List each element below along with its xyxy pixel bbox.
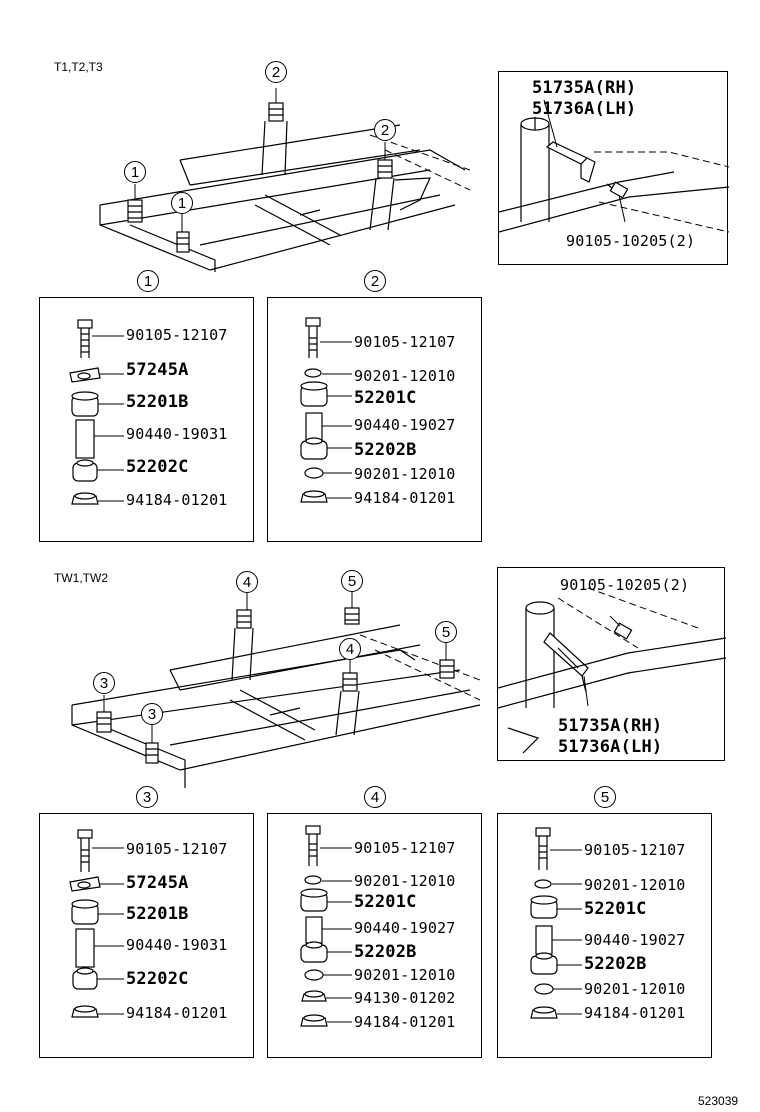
mount-3-part-4: 90440-19031 xyxy=(126,936,228,954)
mount-3-drawing xyxy=(69,829,124,1018)
mount-1-part-3: 52201B xyxy=(126,392,189,412)
callout-4-frame-b: 4 xyxy=(339,638,361,660)
mount-2-drawing xyxy=(300,317,352,503)
mount-4-part-5: 52202B xyxy=(354,942,417,962)
callout-2-title: 2 xyxy=(364,270,386,292)
bracket-top-bolt-part: 90105-10205(2) xyxy=(566,232,696,250)
bracket-bottom-rh-part: 51735A(RH) xyxy=(558,716,663,736)
mount-3-part-5: 52202C xyxy=(126,969,189,989)
callout-2-frame-b: 2 xyxy=(374,119,396,141)
bracket-drawing-bottom xyxy=(497,587,727,754)
bracket-drawing-top xyxy=(498,99,730,233)
callout-3-frame-a: 3 xyxy=(93,672,115,694)
mount-2-part-3: 52201C xyxy=(354,388,417,408)
bracket-bottom-bolt-part: 90105-10205(2) xyxy=(560,576,690,594)
mount-3-part-1: 90105-12107 xyxy=(126,840,228,858)
mount-pin-bottom-4b xyxy=(335,672,360,736)
mount-3-part-3: 52201B xyxy=(126,904,189,924)
mount-3-panel: 90105-12107 57245A 52201B 90440-19031 52… xyxy=(39,813,254,1058)
mount-2-part-5: 52202B xyxy=(354,440,417,460)
mount-5-part-7: 94184-01201 xyxy=(584,1004,686,1022)
mount-5-part-3: 52201C xyxy=(584,899,647,919)
callout-1-title: 1 xyxy=(137,270,159,292)
mount-2-part-4: 90440-19027 xyxy=(354,416,456,434)
mount-5-panel: 90105-12107 90201-12010 52201C 90440-190… xyxy=(497,813,712,1058)
mount-4-part-7: 94130-01202 xyxy=(354,989,456,1007)
mount-4-part-6: 90201-12010 xyxy=(354,966,456,984)
mount-pin-bottom-5a xyxy=(344,607,360,625)
callout-4-title: 4 xyxy=(364,786,386,808)
mount-5-part-6: 90201-12010 xyxy=(584,980,686,998)
callout-5-frame-a: 5 xyxy=(341,570,363,592)
mount-pin-top-1a xyxy=(127,199,143,223)
callout-1-frame-b: 1 xyxy=(171,192,193,214)
mount-pin-bottom-3b xyxy=(145,742,159,764)
mount-4-part-4: 90440-19027 xyxy=(354,919,456,937)
mount-1-panel: 90105-12107 57245A 52201B 90440-19031 52… xyxy=(39,297,254,542)
mount-4-part-8: 94184-01201 xyxy=(354,1013,456,1031)
callout-5-frame-b: 5 xyxy=(435,621,457,643)
bracket-inset-top: 51735A(RH) 51736A(LH) 90105-10205(2) xyxy=(498,71,730,265)
mount-5-part-5: 52202B xyxy=(584,954,647,974)
mount-pin-top-2b xyxy=(369,159,395,231)
mount-1-part-1: 90105-12107 xyxy=(126,326,228,344)
callout-1-frame-a: 1 xyxy=(124,161,146,183)
mount-4-drawing xyxy=(300,825,352,1027)
frame-drawing-bottom xyxy=(71,592,481,788)
mount-2-part-1: 90105-12107 xyxy=(354,333,456,351)
mount-1-part-2: 57245A xyxy=(126,360,189,380)
mount-1-part-5: 52202C xyxy=(126,457,189,477)
mount-pin-bottom-3a xyxy=(96,711,112,733)
mount-2-part-7: 94184-01201 xyxy=(354,489,456,507)
bracket-bottom-lh-part: 51736A(LH) xyxy=(558,737,663,757)
mount-pin-top-2a xyxy=(261,102,288,176)
mount-5-part-1: 90105-12107 xyxy=(584,841,686,859)
callout-3-frame-b: 3 xyxy=(141,703,163,725)
mount-3-part-6: 94184-01201 xyxy=(126,1004,228,1022)
callout-4-frame-a: 4 xyxy=(236,571,258,593)
mount-pin-bottom-4a xyxy=(231,609,254,681)
mount-5-drawing xyxy=(530,827,582,1019)
bracket-top-rh-part: 51735A(RH) xyxy=(532,78,637,98)
mount-4-panel: 90105-12107 90201-12010 52201C 90440-190… xyxy=(267,813,482,1058)
callout-3-title: 3 xyxy=(136,786,158,808)
frame-drawing-top xyxy=(99,88,471,272)
mount-4-part-3: 52201C xyxy=(354,892,417,912)
mount-2-panel: 90105-12107 90201-12010 52201C 90440-190… xyxy=(267,297,482,542)
mount-5-part-4: 90440-19027 xyxy=(584,931,686,949)
bracket-top-lh-part: 51736A(LH) xyxy=(532,99,637,119)
mount-4-part-2: 90201-12010 xyxy=(354,872,456,890)
mount-4-part-1: 90105-12107 xyxy=(354,839,456,857)
callout-5-title: 5 xyxy=(594,786,616,808)
mount-5-part-2: 90201-12010 xyxy=(584,876,686,894)
mount-1-part-6: 94184-01201 xyxy=(126,491,228,509)
mount-1-drawing xyxy=(69,319,124,505)
mount-1-part-4: 90440-19031 xyxy=(126,425,228,443)
variant-label-tw: TW1,TW2 xyxy=(54,571,108,585)
variant-label-t: T1,T2,T3 xyxy=(54,60,103,74)
callout-2-frame-a: 2 xyxy=(265,61,287,83)
mount-pin-top-1b xyxy=(176,231,190,253)
mount-2-part-2: 90201-12010 xyxy=(354,367,456,385)
mount-2-part-6: 90201-12010 xyxy=(354,465,456,483)
mount-pin-bottom-5b xyxy=(439,659,455,679)
mount-3-part-2: 57245A xyxy=(126,873,189,893)
diagram-code: 523039 xyxy=(698,1094,739,1108)
bracket-inset-bottom: 90105-10205(2) 51735A(RH) 51736A(LH) xyxy=(497,567,727,761)
